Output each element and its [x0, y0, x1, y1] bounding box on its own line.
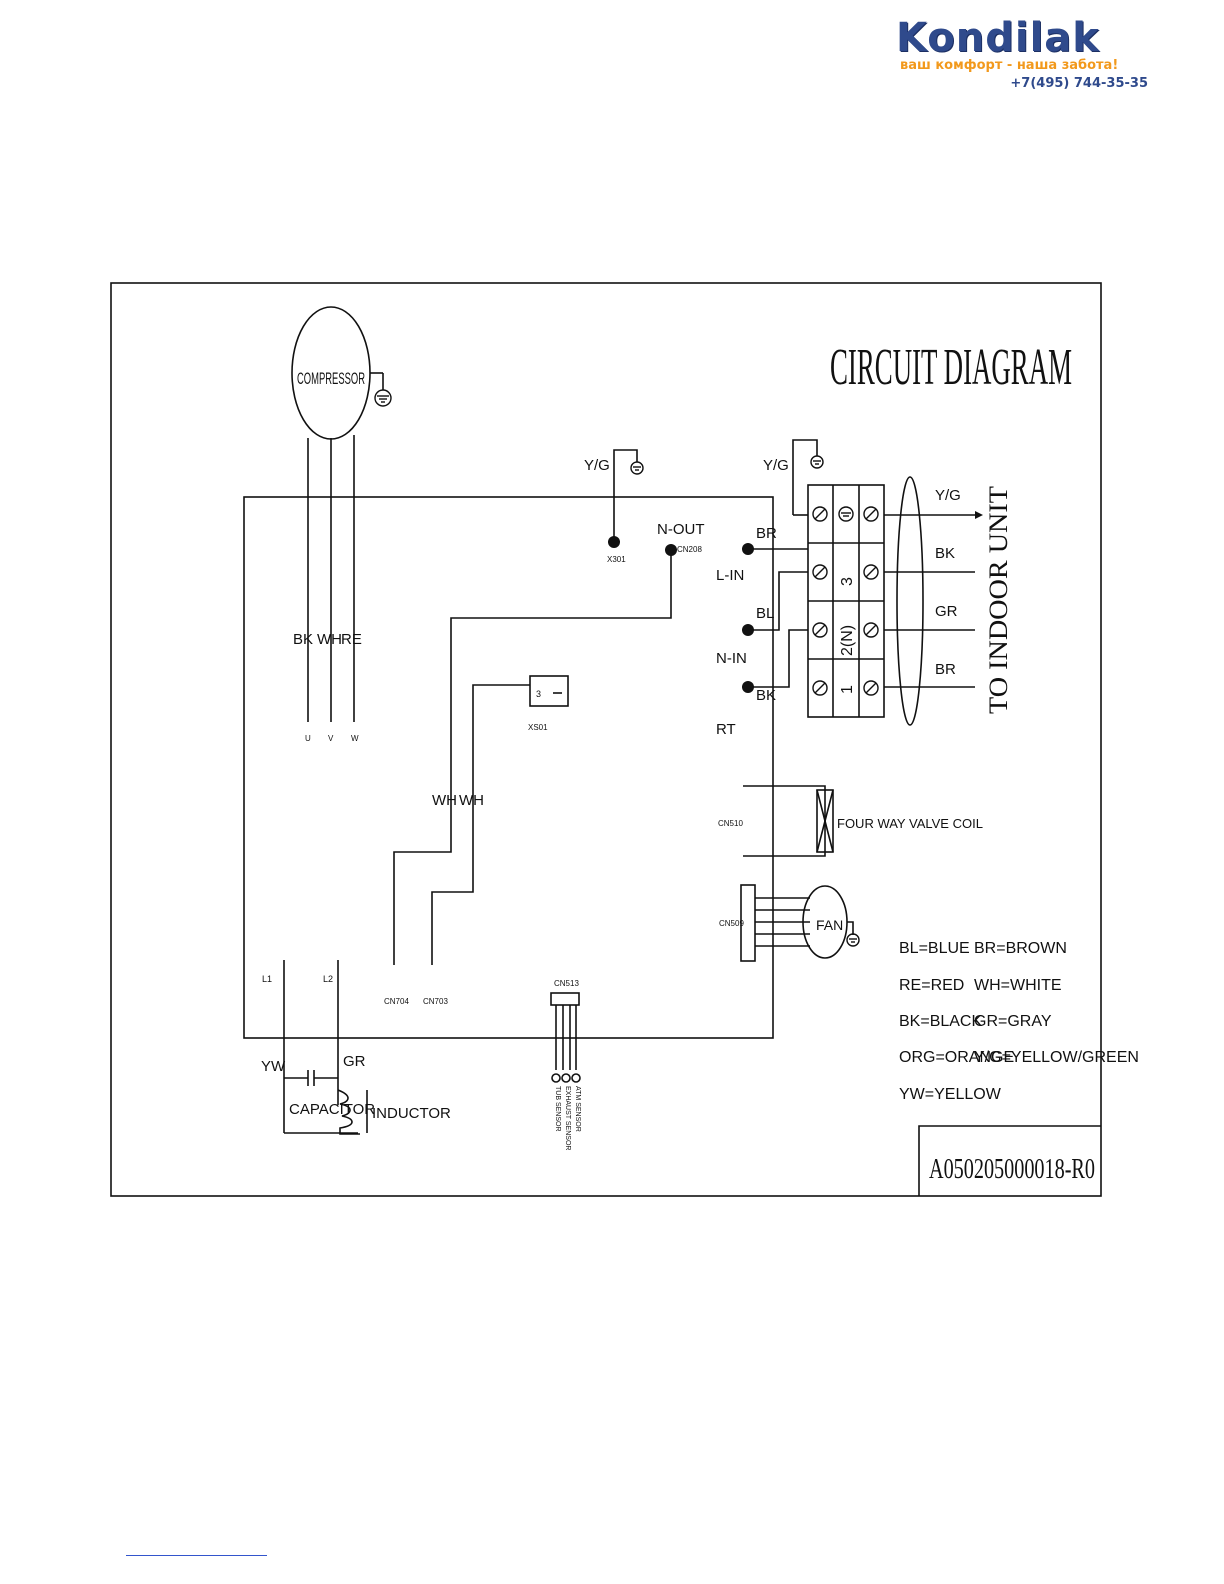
diagram-frame: [110, 282, 1102, 1197]
ground-icon: [374, 389, 392, 407]
cn510-label: CN510: [718, 819, 743, 828]
x301-label: X301: [607, 555, 626, 564]
legend-org: ORG=ORANGE: [899, 1049, 1014, 1066]
bl-nin-label: BL: [756, 605, 774, 622]
pcb-board: [243, 496, 774, 1039]
wire-wh-2: [431, 684, 530, 965]
br-lin-label: BR: [756, 525, 777, 542]
legend-re: RE=RED: [899, 977, 964, 994]
indoor-wire-bk: BK: [935, 545, 955, 562]
gr-label: GR: [343, 1053, 366, 1070]
four-way-valve-coil: [816, 789, 834, 853]
yg-left-label: Y/G: [584, 457, 610, 474]
terminal-label-1: 1: [839, 685, 856, 694]
indoor-wire-br: BR: [935, 661, 956, 678]
l1-label: L1: [262, 974, 272, 984]
diagram-title: CIRCUIT DIAGRAM: [830, 339, 1072, 396]
cn509-connector: [740, 884, 756, 962]
ground-icon: [630, 461, 644, 475]
wh-right-label: WH: [459, 792, 484, 809]
n-out-label: N-OUT: [657, 521, 705, 538]
footnote-separator: [126, 1555, 267, 1556]
n-in-label: N-IN: [716, 650, 747, 667]
cn509-label: CN509: [719, 919, 744, 928]
inductor-label: INDUCTOR: [372, 1105, 451, 1122]
wh-left-label: WH: [432, 792, 457, 809]
color-legend: BL=BLUE BR=BROWN RE=RED WH=WHITE BK=BLAC…: [899, 940, 1139, 1103]
xs01-pin-label: 3: [536, 689, 541, 699]
term-u-label: U: [305, 734, 311, 743]
cn208-label: CN208: [677, 545, 702, 554]
legend-gr: GR=GRAY: [974, 1013, 1052, 1030]
cn703-label: CN703: [423, 997, 448, 1006]
legend-bk: BK=BLACK: [899, 1013, 982, 1030]
xs01-connector: [529, 675, 569, 707]
ground-icon: [838, 506, 854, 522]
legend-br: BR=BROWN: [974, 940, 1067, 957]
harness-bundle: [896, 476, 924, 726]
legend-wh: WH=WHITE: [974, 977, 1062, 994]
sensor-label-exhaust: EXHAUST SENSOR: [564, 1086, 571, 1150]
fan-label: FAN: [816, 917, 843, 933]
doc-code: A050205000018-R0: [929, 1154, 1095, 1185]
comp-wh-label: WH: [317, 631, 342, 648]
wire-wh-1: [393, 550, 672, 965]
brand-logo: Kondilak ваш комфорт - наша забота! +7(4…: [896, 14, 1152, 94]
sensor-label-tub: TUB SENSOR: [554, 1086, 561, 1132]
four-way-label: FOUR WAY VALVE COIL: [837, 816, 983, 831]
term-v-label: V: [328, 734, 334, 743]
terminal-label-2n: 2(N): [839, 625, 856, 656]
ground-icon: [810, 455, 824, 469]
brand-tagline: ваш комфорт - наша забота!: [900, 58, 1119, 73]
legend-yg: Y/G=YELLOW/GREEN: [974, 1049, 1139, 1066]
xs01-label: XS01: [528, 723, 548, 732]
rt-label: RT: [716, 721, 736, 738]
yw-label: YW: [261, 1058, 286, 1075]
ground-icon: [846, 933, 860, 947]
brand-phone: +7(495) 744-35-35: [1010, 76, 1148, 91]
cn513-connector: [550, 992, 580, 1006]
compressor-label: COMPRESSOR: [297, 369, 365, 388]
comp-bk-label: BK: [293, 631, 313, 648]
sensor-label-atm: ATM SENSOR: [574, 1086, 581, 1132]
yg-right-label: Y/G: [763, 457, 789, 474]
inductor-coil: [337, 1089, 360, 1135]
capacitor-label: CAPACITOR: [289, 1101, 375, 1118]
legend-yw: YW=YELLOW: [899, 1086, 1002, 1103]
l2-label: L2: [323, 974, 333, 984]
term-w-label: W: [351, 734, 359, 743]
brand-name: Kondilak: [896, 15, 1100, 61]
bk-rt-label: BK: [756, 687, 776, 704]
indoor-wire-gr: GR: [935, 603, 958, 620]
terminal-label-3: 3: [839, 577, 856, 586]
legend-bl: BL=BLUE: [899, 940, 970, 957]
cn704-label: CN704: [384, 997, 409, 1006]
indoor-wire-yg: Y/G: [935, 487, 961, 504]
to-indoor-label: TO INDOOR UNIT: [984, 486, 1013, 714]
cn513-label: CN513: [554, 979, 579, 988]
l-in-label: L-IN: [716, 567, 744, 584]
comp-re-label: RE: [341, 631, 362, 648]
